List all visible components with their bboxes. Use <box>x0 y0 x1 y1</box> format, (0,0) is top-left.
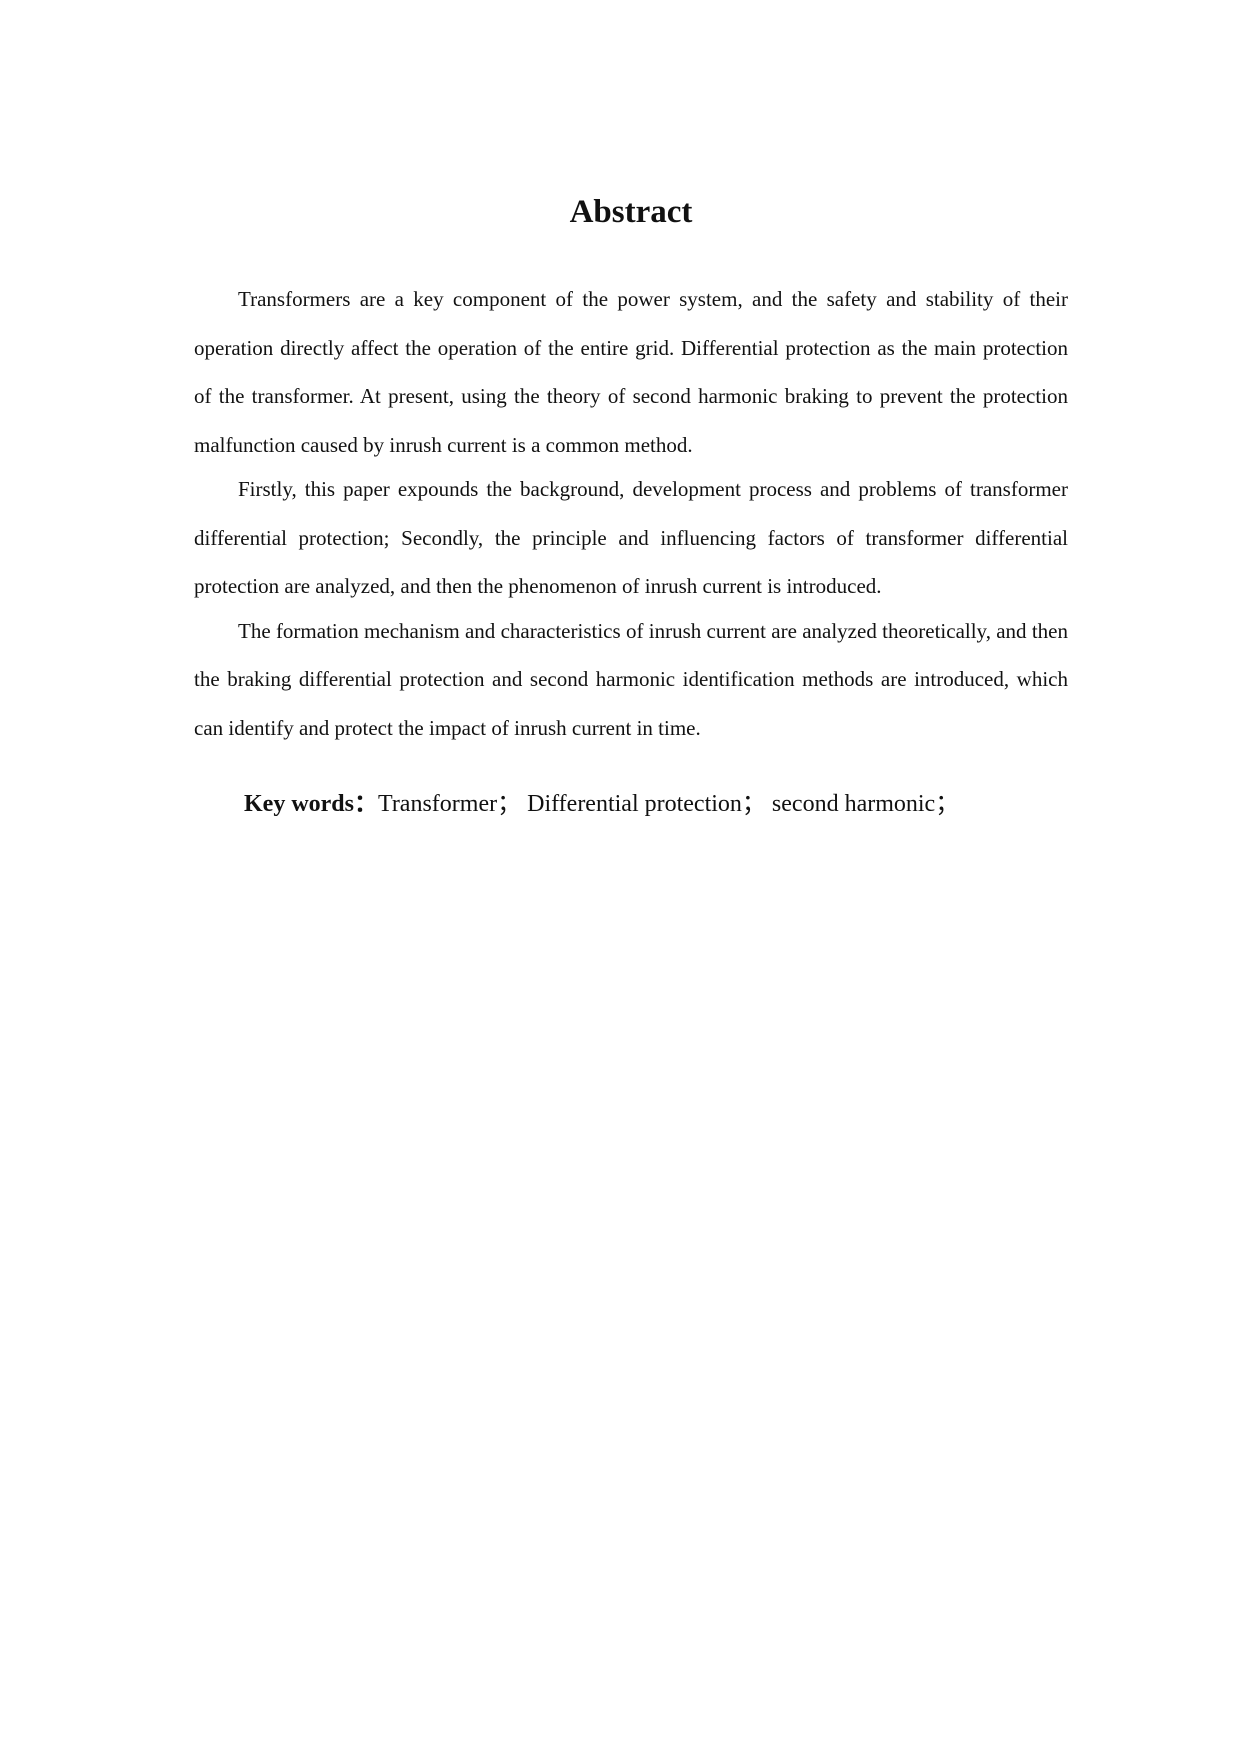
abstract-paragraph-2: Firstly, this paper expounds the backgro… <box>194 477 1068 598</box>
keywords-line: Key words：Transformer；Differential prote… <box>244 783 959 818</box>
abstract-paragraph-3: The formation mechanism and characterist… <box>194 618 1068 740</box>
abstract-paragraph-1: Transformers are a key component of the … <box>194 287 1068 457</box>
keyword-item: second harmonic； <box>771 791 960 817</box>
abstract-body: Transformers are a key component of the … <box>194 275 1068 752</box>
abstract-title: Abstract <box>569 194 693 231</box>
keyword-item: Differential protection； <box>527 791 766 817</box>
keywords-label: Key words： <box>244 791 378 817</box>
keyword-item: Transformer； <box>378 791 522 817</box>
